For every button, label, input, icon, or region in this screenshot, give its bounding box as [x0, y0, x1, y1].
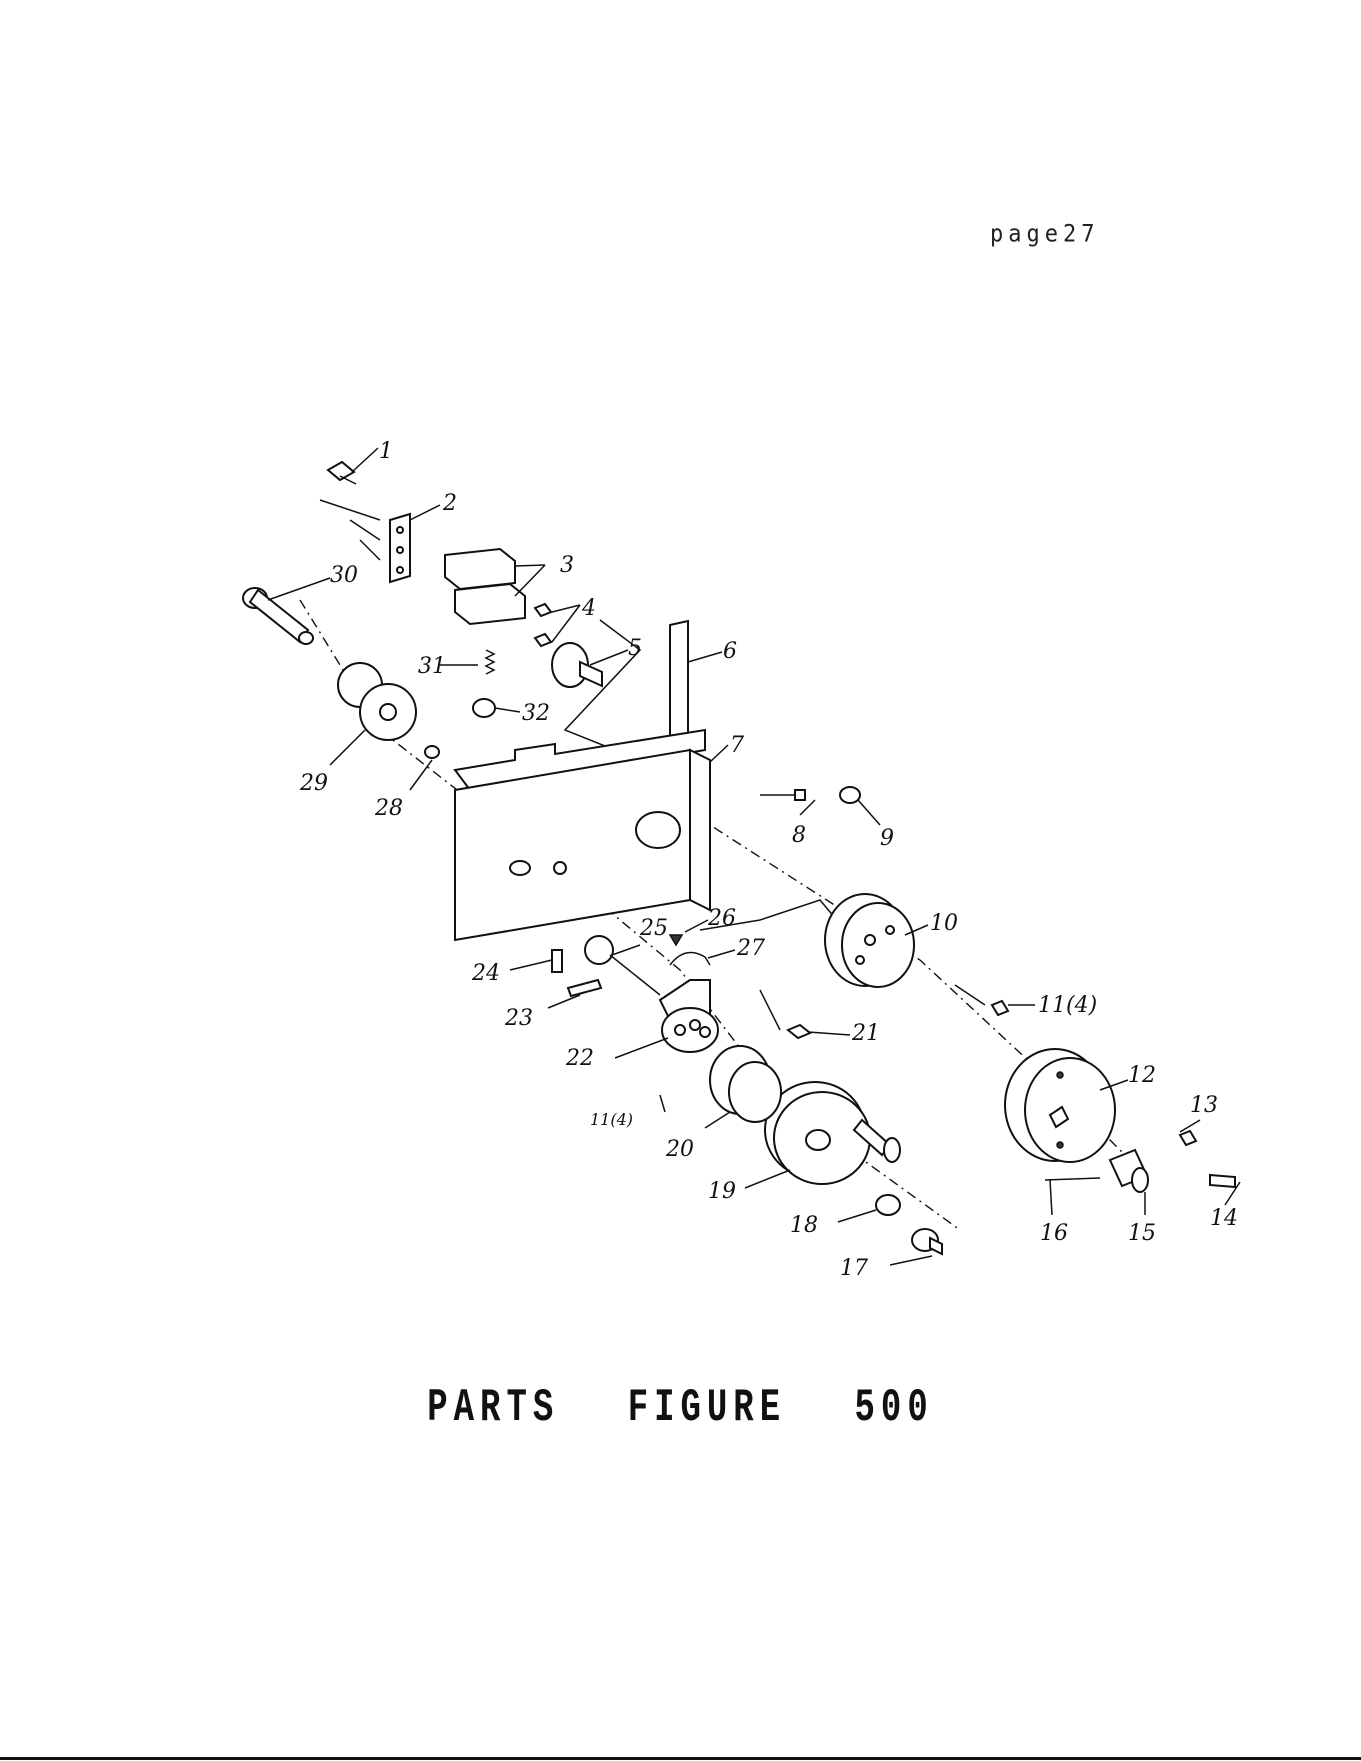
part-pin-16 — [1045, 1178, 1100, 1180]
part-nut-32 — [473, 699, 495, 717]
callout-24: 24 — [471, 961, 500, 986]
part-blocks-3 — [445, 549, 525, 624]
part-hub-22 — [660, 980, 718, 1052]
callout-13: 13 — [1190, 1093, 1218, 1118]
part-housing — [455, 730, 710, 940]
part-knob-15 — [1110, 1150, 1148, 1192]
callout-25: 25 — [639, 916, 668, 941]
callout-11a: 11(4) — [1038, 993, 1097, 1018]
callout-6: 6 — [723, 639, 737, 664]
part-gear-20 — [710, 1046, 781, 1122]
part-screw-24 — [552, 950, 562, 972]
callout-11b: 11(4) — [590, 1110, 633, 1129]
part-screw-13 — [1180, 1131, 1196, 1145]
callout-17: 17 — [840, 1256, 868, 1281]
caption-word-number: 500 — [855, 1383, 934, 1434]
callout-32: 32 — [522, 701, 550, 726]
part-screw-11a — [992, 1001, 1008, 1015]
part-screw-1 — [328, 462, 356, 484]
part-nut-18 — [876, 1195, 900, 1215]
part-bolt-17 — [912, 1229, 942, 1254]
figure-caption: PARTS FIGURE 500 — [0, 1383, 1361, 1434]
part-pin-23 — [568, 980, 601, 996]
part-handwheel-19 — [765, 1082, 900, 1184]
part-key-21 — [788, 1025, 810, 1038]
caption-word-parts: PARTS — [427, 1383, 559, 1434]
callout-1: 1 — [379, 439, 393, 464]
part-clip-27 — [670, 953, 710, 966]
callout-12: 12 — [1128, 1063, 1156, 1088]
part-screw-8 — [760, 790, 805, 800]
callout-28: 28 — [374, 796, 403, 821]
callout-9: 9 — [880, 826, 894, 851]
part-bushing-28 — [425, 746, 439, 758]
callout-5: 5 — [628, 636, 642, 661]
callout-10: 10 — [930, 911, 958, 936]
callout-15: 15 — [1128, 1221, 1156, 1246]
callout-4: 4 — [581, 596, 596, 621]
callout-27: 27 — [736, 936, 765, 961]
part-pins-4 — [535, 604, 551, 646]
caption-word-figure: FIGURE — [628, 1383, 786, 1434]
callout-22: 22 — [565, 1046, 594, 1071]
part-spring-31 — [486, 650, 494, 674]
callout-18: 18 — [790, 1213, 818, 1238]
part-nut-9 — [840, 787, 860, 803]
part-disc-12 — [1005, 1049, 1115, 1162]
bottom-rule — [0, 1757, 1361, 1760]
callout-20: 20 — [665, 1137, 694, 1162]
callout-21: 21 — [851, 1021, 880, 1046]
part-plate-2 — [390, 514, 410, 582]
callout-29: 29 — [299, 771, 328, 796]
callout-23: 23 — [504, 1006, 533, 1031]
callout-2: 2 — [442, 491, 457, 516]
callout-30: 30 — [330, 563, 358, 588]
part-pin-14 — [1210, 1175, 1235, 1187]
part-shaft-5 — [552, 643, 602, 687]
callout-3: 3 — [560, 553, 574, 578]
callout-8: 8 — [792, 823, 806, 848]
callout-16: 16 — [1040, 1221, 1068, 1246]
part-gears-29 — [338, 663, 416, 740]
callout-31: 31 — [418, 654, 446, 679]
callout-7: 7 — [730, 733, 744, 758]
callout-19: 19 — [708, 1179, 736, 1204]
part-flange-10 — [825, 894, 914, 987]
part-screw-26 — [670, 935, 682, 945]
callout-26: 26 — [707, 906, 736, 931]
callout-14: 14 — [1210, 1206, 1238, 1231]
